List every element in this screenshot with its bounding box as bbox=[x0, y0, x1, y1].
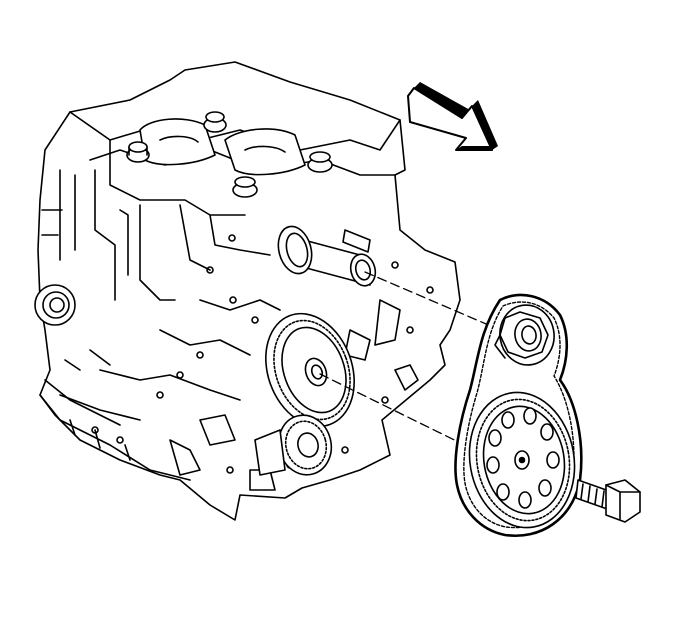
crankshaft-sprocket bbox=[494, 304, 555, 366]
sprocket-holes bbox=[486, 407, 560, 509]
engine-block bbox=[34, 61, 461, 521]
direction-arrow bbox=[407, 82, 498, 151]
cap-bolt-4 bbox=[307, 151, 333, 173]
cap-bolt-3 bbox=[232, 176, 258, 198]
oil-pump-gear bbox=[254, 414, 333, 476]
camshaft-gear bbox=[265, 312, 355, 428]
left-boss bbox=[34, 284, 76, 326]
block-bolt-holes bbox=[91, 234, 434, 474]
cap-bolt-2 bbox=[203, 111, 227, 133]
camshaft-sprocket bbox=[468, 391, 576, 529]
cap-bolt-1 bbox=[126, 141, 150, 163]
sprocket-bolt bbox=[575, 479, 641, 523]
main-bearing-caps bbox=[139, 118, 306, 176]
crankshaft-snout bbox=[277, 225, 377, 287]
